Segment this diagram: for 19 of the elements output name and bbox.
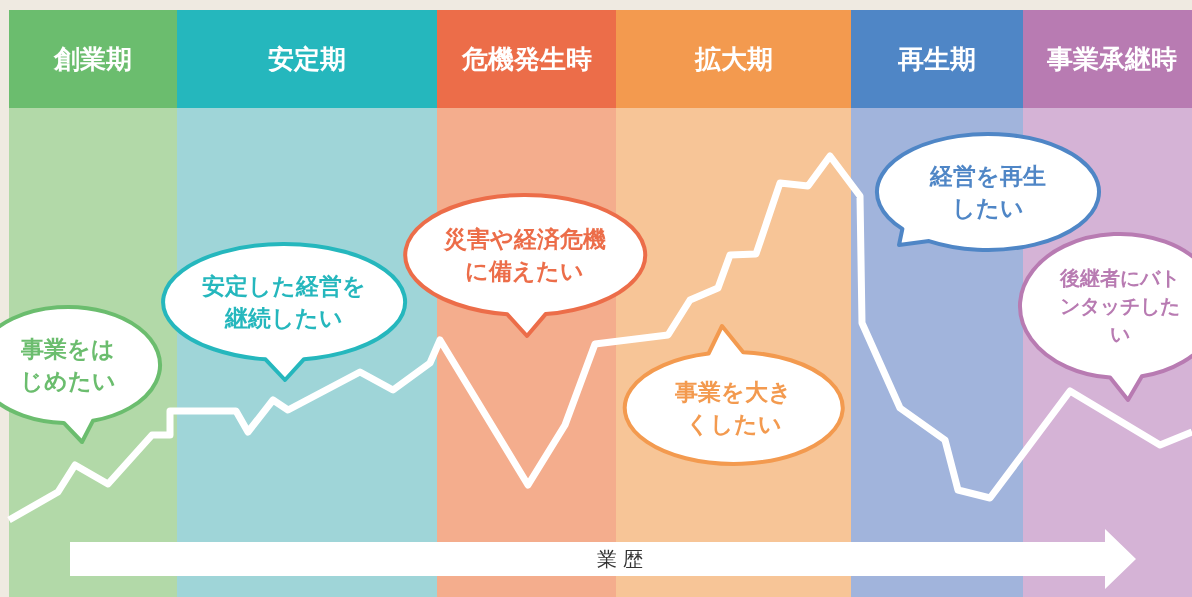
axis-label: 業 歴 xyxy=(595,546,645,573)
period-header: 創業期 xyxy=(9,10,177,108)
bubble-text: 災害や経済危機に備えたい xyxy=(442,225,607,287)
speech-bubble xyxy=(622,323,846,467)
period-header: 危機発生時 xyxy=(437,10,616,108)
speech-bubble xyxy=(0,304,163,445)
bubble-text: 経営を再生したい xyxy=(928,162,1047,224)
speech-bubble xyxy=(874,131,1102,253)
bubble-text: 事業を大きくしたい xyxy=(674,378,794,440)
period-header: 安定期 xyxy=(177,10,437,108)
bubble-text: 事業をはじめたい xyxy=(19,335,117,397)
speech-bubble xyxy=(1017,231,1192,403)
bubble-text: 安定した経営を継続したい xyxy=(201,272,367,334)
speech-bubble xyxy=(160,241,408,383)
bubble-text: 後継者にバトンタッチしたい xyxy=(1058,265,1181,348)
period-header: 事業承継時 xyxy=(1023,10,1192,108)
period-header: 拡大期 xyxy=(616,10,851,108)
speech-bubble xyxy=(402,192,648,339)
period-header: 再生期 xyxy=(851,10,1023,108)
